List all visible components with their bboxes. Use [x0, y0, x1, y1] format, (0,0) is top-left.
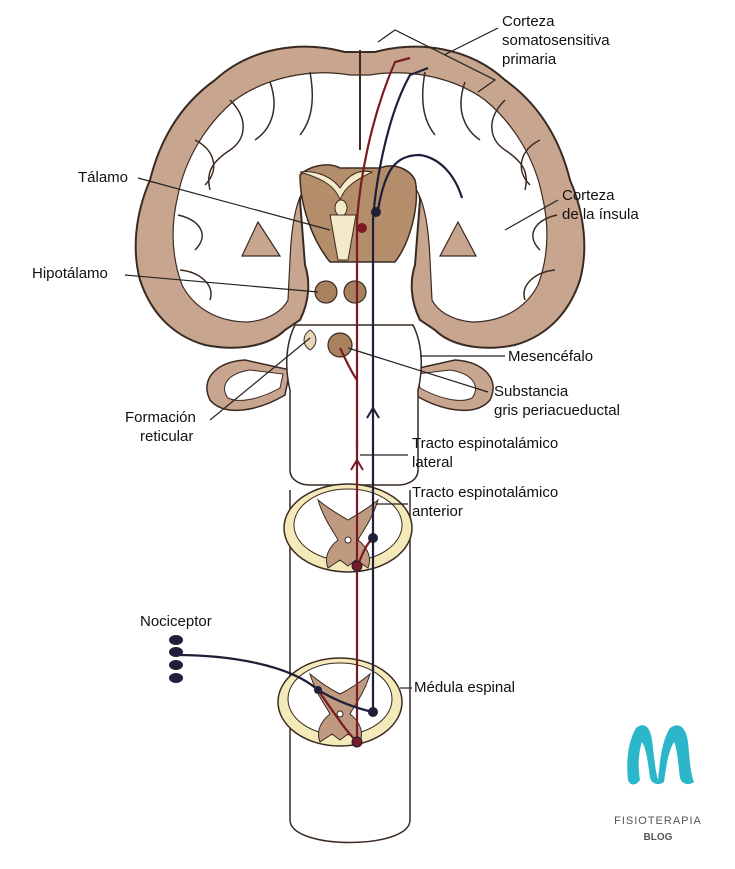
- label-formacion-reticular: Formación reticular: [125, 409, 200, 445]
- label-substancia-gris: Substancia gris periacueductal: [494, 383, 620, 419]
- spinal-cord: [278, 484, 412, 843]
- fisioterapia-blog-logo: FISIOTERAPIA BLOG: [614, 725, 702, 843]
- brainstem: [287, 325, 422, 485]
- label-medula-espinal: Médula espinal: [414, 679, 515, 696]
- marker-upper-navy: [368, 533, 378, 543]
- brain-coronal-section: [136, 47, 585, 485]
- label-corteza-somatosensitiva: Corteza somatosensitiva primaria: [502, 13, 614, 68]
- hypothalamus-right: [344, 281, 366, 303]
- periaqueductal-gray: [328, 333, 352, 357]
- label-tracto-lateral: Tracto espinotalámico lateral: [412, 435, 562, 471]
- hypothalamus-left: [315, 281, 337, 303]
- marker-nociceptor-origin: [314, 686, 322, 694]
- label-tracto-anterior: Tracto espinotalámico anterior: [412, 484, 562, 520]
- logo-mark: [627, 725, 694, 784]
- marker-thalamus-red: [357, 223, 367, 233]
- logo-line1: FISIOTERAPIA: [614, 815, 702, 827]
- marker-upper-red: [352, 561, 362, 571]
- label-talamo: Tálamo: [78, 169, 128, 186]
- label-mesencefalo: Mesencéfalo: [508, 348, 593, 365]
- nociceptor-ending: [169, 635, 183, 683]
- marker-lower-red: [352, 737, 362, 747]
- logo-line2: BLOG: [644, 832, 673, 843]
- marker-lower-navy: [368, 707, 378, 717]
- label-hipotalamo: Hipotálamo: [32, 265, 108, 282]
- marker-thalamus-navy: [371, 207, 381, 217]
- thalamus-nucleus-left: [335, 200, 347, 216]
- spinal-section-upper: [284, 484, 412, 572]
- label-nociceptor: Nociceptor: [140, 613, 212, 630]
